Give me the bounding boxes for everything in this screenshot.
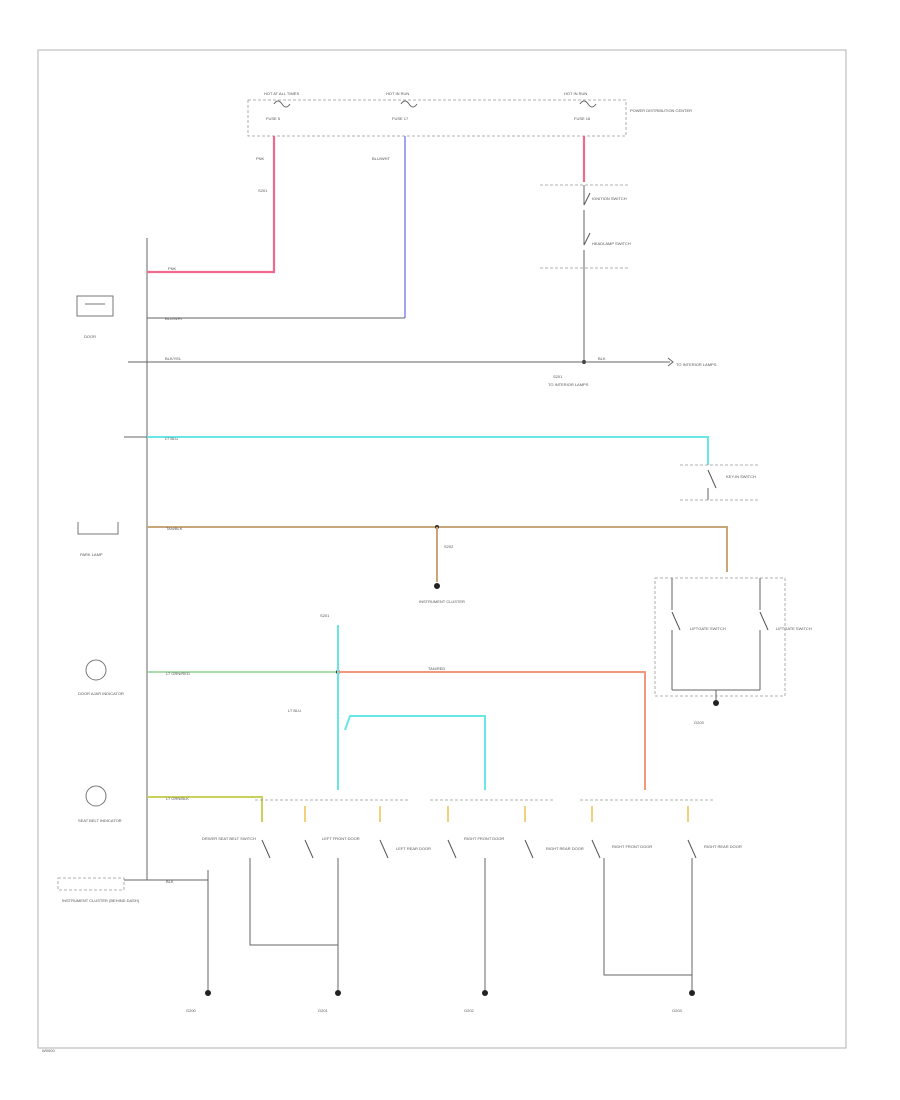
liftgate-label-1: LIFTGATE SWITCH <box>690 626 726 631</box>
green-splice-label: S201 <box>320 613 330 618</box>
fuse-center-number: FUSE 17 <box>392 116 409 121</box>
park-lamp-indicator: PARK LAMP <box>77 522 119 557</box>
door-indicator: DOOR <box>76 295 114 339</box>
fuse-box-label: POWER DISTRIBUTION CENTER <box>630 108 692 113</box>
passenger-rear-door-contact <box>687 839 697 859</box>
black-wire-label: BLK/YEL <box>165 356 182 361</box>
door-icon-label: DOOR <box>84 334 96 339</box>
ignition-switch-contact <box>583 192 591 206</box>
green-wire-label: LT GRN/RED <box>166 671 190 676</box>
tan-ground-label: INSTRUMENT CLUSTER <box>419 599 465 604</box>
diagram-frame <box>37 49 847 1049</box>
driver-seat-belt-label: DRIVER SEAT BELT SWITCH <box>202 836 256 841</box>
right-rear-door-label: RIGHT REAR DOOR <box>546 846 584 851</box>
key-in-switch-contact <box>707 469 717 489</box>
instrument-cluster-note: INSTRUMENT CLUSTER (BEHIND DASH) <box>62 898 140 903</box>
ygreen-wire-label: LT GRN/BLK <box>166 796 189 801</box>
switch-box-2: RIGHT FRONT DOOR RIGHT REAR DOOR <box>430 799 584 859</box>
cyan-wire-label: LT BLU <box>165 436 178 441</box>
fuse-left-label: HOT AT ALL TIMES <box>264 91 299 96</box>
arrow-icon <box>667 357 674 367</box>
headlamp-switch-label: HEADLAMP SWITCH <box>592 241 631 246</box>
fuse-right-number: FUSE 16 <box>574 116 591 121</box>
diagram-code: W0000 <box>42 1048 55 1053</box>
park-lamp-label: PARK LAMP <box>80 552 103 557</box>
ground-wiring: BLK INSTRUMENT CLUSTER (BEHIND DASH) G20… <box>57 858 695 1013</box>
orange-wire-label: TAN/RED <box>428 666 445 671</box>
passenger-rear-door-label: RIGHT REAR DOOR <box>704 844 742 849</box>
green-orange-circuit: LT GRN/RED S201 TAN/RED LT BLU <box>147 613 646 790</box>
right-splice-note: TO INTERIOR LAMPS <box>548 382 589 387</box>
blue-wire-label-2: BLU/WHT <box>165 316 184 321</box>
door-icon <box>76 295 114 317</box>
right-rear-door-contact <box>524 839 534 859</box>
pink-wire-label-2: PNK <box>168 266 177 271</box>
ground-center-1-label: G201 <box>318 1008 329 1013</box>
driver-seat-belt-contact <box>261 839 271 859</box>
left-rear-door-label: LEFT REAR DOOR <box>396 846 431 851</box>
tan-splice-label: S202 <box>444 544 454 549</box>
blue-wire-label: BLU/WHT <box>372 156 391 161</box>
pink-wire-label: PNK <box>256 156 265 161</box>
pink-circuit: PNK PNK S201 <box>147 136 276 274</box>
right-black-label: BLK <box>598 356 606 361</box>
cyan-circuit: LT BLU KEY-IN SWITCH <box>124 436 760 501</box>
fuse-center-label: HOT IN RUN <box>386 91 409 96</box>
fuse-right-label: HOT IN RUN <box>564 91 587 96</box>
liftgate-box: LIFTGATE SWITCH LIFTGATE SWITCH G203 <box>654 577 812 725</box>
tan-wire-label: TAN/BLK <box>166 526 183 531</box>
door-ajar-label: DOOR AJAR INDICATOR <box>78 691 124 696</box>
fuse-left-number: FUSE 5 <box>266 116 281 121</box>
right-circuit: IGNITION SWITCH HEADLAMP SWITCH S201 TO … <box>540 136 717 387</box>
switch-box-1: DRIVER SEAT BELT SWITCH LEFT FRONT DOOR … <box>202 799 431 859</box>
liftgate-switch-contact-2 <box>759 611 769 631</box>
cluster-ground-wire-label: BLK <box>166 879 174 884</box>
seat-belt-label: SEAT BELT INDICATOR <box>78 818 122 823</box>
left-front-door-contact <box>304 839 314 859</box>
blue-circuit: BLU/WHT BLU/WHT <box>147 136 406 321</box>
seat-belt-icon <box>85 785 107 807</box>
ygreen-circuit: LT GRN/BLK <box>147 796 263 822</box>
door-ajar-icon <box>85 659 107 681</box>
key-in-switch-label: KEY-IN SWITCH <box>726 474 756 479</box>
park-lamp-icon <box>77 522 119 535</box>
liftgate-ground-label: G203 <box>694 720 705 725</box>
black-circuit: BLK/YEL <box>128 356 584 363</box>
fuse-center-icon <box>400 100 418 108</box>
liftgate-switch-contact-1 <box>671 611 681 631</box>
power-distribution-box: HOT AT ALL TIMES HOT IN RUN HOT IN RUN F… <box>247 91 692 137</box>
tan-circuit: TAN/BLK S202 INSTRUMENT CLUSTER <box>147 525 728 604</box>
ground-center-2-label: G202 <box>464 1008 475 1013</box>
liftgate-label-2: LIFTGATE SWITCH <box>776 626 812 631</box>
door-ajar-indicator: DOOR AJAR INDICATOR <box>78 659 124 696</box>
to-interior-lamps-label: TO INTERIOR LAMPS <box>676 362 717 367</box>
seat-belt-indicator: SEAT BELT INDICATOR <box>78 785 122 823</box>
ignition-switch-label: IGNITION SWITCH <box>592 196 627 201</box>
ground-right-label: G203 <box>672 1008 683 1013</box>
cyan-branch-label: LT BLU <box>288 708 301 713</box>
right-splice-label: S201 <box>553 374 563 379</box>
pink-splice-label: S201 <box>258 188 268 193</box>
headlamp-switch-contact <box>583 232 591 246</box>
fuse-left-icon <box>273 100 291 108</box>
left-rear-door-contact <box>379 839 389 859</box>
right-front-door-label: RIGHT FRONT DOOR <box>464 836 504 841</box>
ground-left-label: G200 <box>186 1008 197 1013</box>
fuse-right-icon <box>579 100 597 108</box>
switch-box-3: RIGHT FRONT DOOR RIGHT REAR DOOR <box>580 799 742 859</box>
left-front-door-label: LEFT FRONT DOOR <box>322 836 360 841</box>
right-front-door-contact <box>447 839 457 859</box>
passenger-door-label: RIGHT FRONT DOOR <box>612 844 652 849</box>
passenger-door-contact <box>591 839 601 859</box>
